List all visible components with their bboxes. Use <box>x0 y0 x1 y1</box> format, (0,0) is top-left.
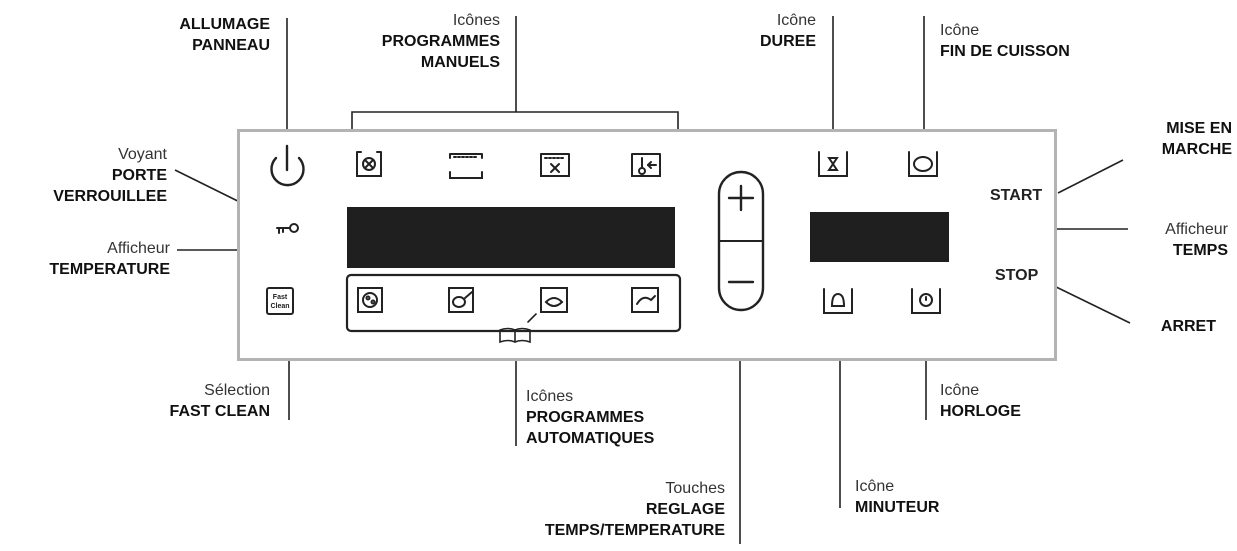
label-prog-manuels: Icônes PROGRAMMES MANUELS <box>330 10 500 73</box>
label-afficheur-temp: Afficheur TEMPERATURE <box>0 238 170 280</box>
label-afficheur-temp-bold: TEMPERATURE <box>49 261 170 278</box>
label-afficheur-temps-thin: Afficheur <box>1165 221 1228 238</box>
duration-icon[interactable] <box>818 151 848 177</box>
fast-clean-key-line1: Fast <box>272 294 288 301</box>
convection-icon[interactable] <box>356 151 382 177</box>
start-button[interactable]: START <box>990 187 1043 204</box>
power-icon[interactable] <box>270 144 305 187</box>
label-prog-auto: Icônes PROGRAMMES AUTOMATIQUES <box>526 386 726 449</box>
temperature-display <box>347 207 675 268</box>
label-afficheur-temp-thin: Afficheur <box>107 240 170 257</box>
label-horloge-thin: Icône <box>940 382 980 399</box>
label-arret: ARRET <box>1120 316 1216 337</box>
label-prog-auto-bold: PROGRAMMES AUTOMATIQUES <box>526 409 655 447</box>
clock-icon[interactable] <box>911 288 941 314</box>
fast-clean-key-line2: Clean <box>270 303 290 310</box>
recipe-book-icon <box>499 313 537 344</box>
label-fin-cuisson-bold: FIN DE CUISSON <box>940 43 1070 60</box>
label-allumage: ALLUMAGE PANNEAU <box>120 14 270 56</box>
grill-fan-icon[interactable] <box>540 153 570 177</box>
timer-bell-icon[interactable] <box>823 288 853 314</box>
label-duree: Icône DUREE <box>710 10 816 52</box>
label-voyant-thin: Voyant <box>118 146 167 163</box>
label-prog-manuels-thin: Icônes <box>452 12 500 29</box>
bracket-prog-manuels <box>351 111 679 144</box>
label-fast-clean: Sélection FAST CLEAN <box>110 380 270 422</box>
fish-program-icon[interactable] <box>540 287 568 313</box>
top-heat-icon[interactable] <box>449 153 483 179</box>
label-voyant-bold: PORTE VERROUILLEE <box>53 167 167 205</box>
label-voyant: Voyant PORTE VERROUILLEE <box>20 144 167 207</box>
thermometer-icon[interactable] <box>631 153 661 177</box>
label-horloge: Icône HORLOGE <box>940 380 1080 422</box>
label-mise-en-marche: MISE EN MARCHE <box>1080 118 1232 160</box>
label-prog-manuels-bold: PROGRAMMES MANUELS <box>381 33 500 71</box>
label-duree-bold: DUREE <box>759 33 816 50</box>
pizza-program-icon[interactable] <box>357 287 383 313</box>
key-icon <box>276 223 299 234</box>
label-fast-clean-thin: Sélection <box>204 382 270 399</box>
label-minuteur-bold: MINUTEUR <box>855 499 940 516</box>
label-allumage-bold: ALLUMAGE PANNEAU <box>179 16 270 54</box>
label-reglage-bold: REGLAGE TEMPS/TEMPERATURE <box>544 501 725 539</box>
auto-programs-frame <box>345 273 682 333</box>
label-afficheur-temps-bold: TEMPS <box>1172 242 1228 259</box>
line-mise-en-marche <box>1057 159 1124 194</box>
end-cooking-icon[interactable] <box>908 151 938 177</box>
label-afficheur-temps: Afficheur TEMPS <box>1110 219 1228 261</box>
label-fin-cuisson-thin: Icône <box>940 22 980 39</box>
label-arret-bold: ARRET <box>1160 318 1216 335</box>
label-minuteur-thin: Icône <box>855 478 895 495</box>
label-mise-en-marche-bold: MISE EN MARCHE <box>1161 120 1232 158</box>
label-minuteur: Icône MINUTEUR <box>855 476 995 518</box>
poultry-program-icon[interactable] <box>631 287 659 313</box>
label-horloge-bold: HORLOGE <box>940 403 1021 420</box>
fast-clean-key[interactable]: Fast Clean <box>266 287 294 315</box>
time-display <box>810 212 949 262</box>
meat-program-icon[interactable] <box>448 287 474 313</box>
label-prog-auto-thin: Icônes <box>526 388 574 405</box>
line-arret <box>1047 282 1131 324</box>
label-reglage-thin: Touches <box>665 480 725 497</box>
label-duree-thin: Icône <box>776 12 816 29</box>
label-fin-cuisson: Icône FIN DE CUISSON <box>940 20 1140 62</box>
stop-button[interactable]: STOP <box>995 267 1039 284</box>
label-reglage: Touches REGLAGE TEMPS/TEMPERATURE <box>470 478 725 541</box>
label-fast-clean-bold: FAST CLEAN <box>169 403 270 420</box>
